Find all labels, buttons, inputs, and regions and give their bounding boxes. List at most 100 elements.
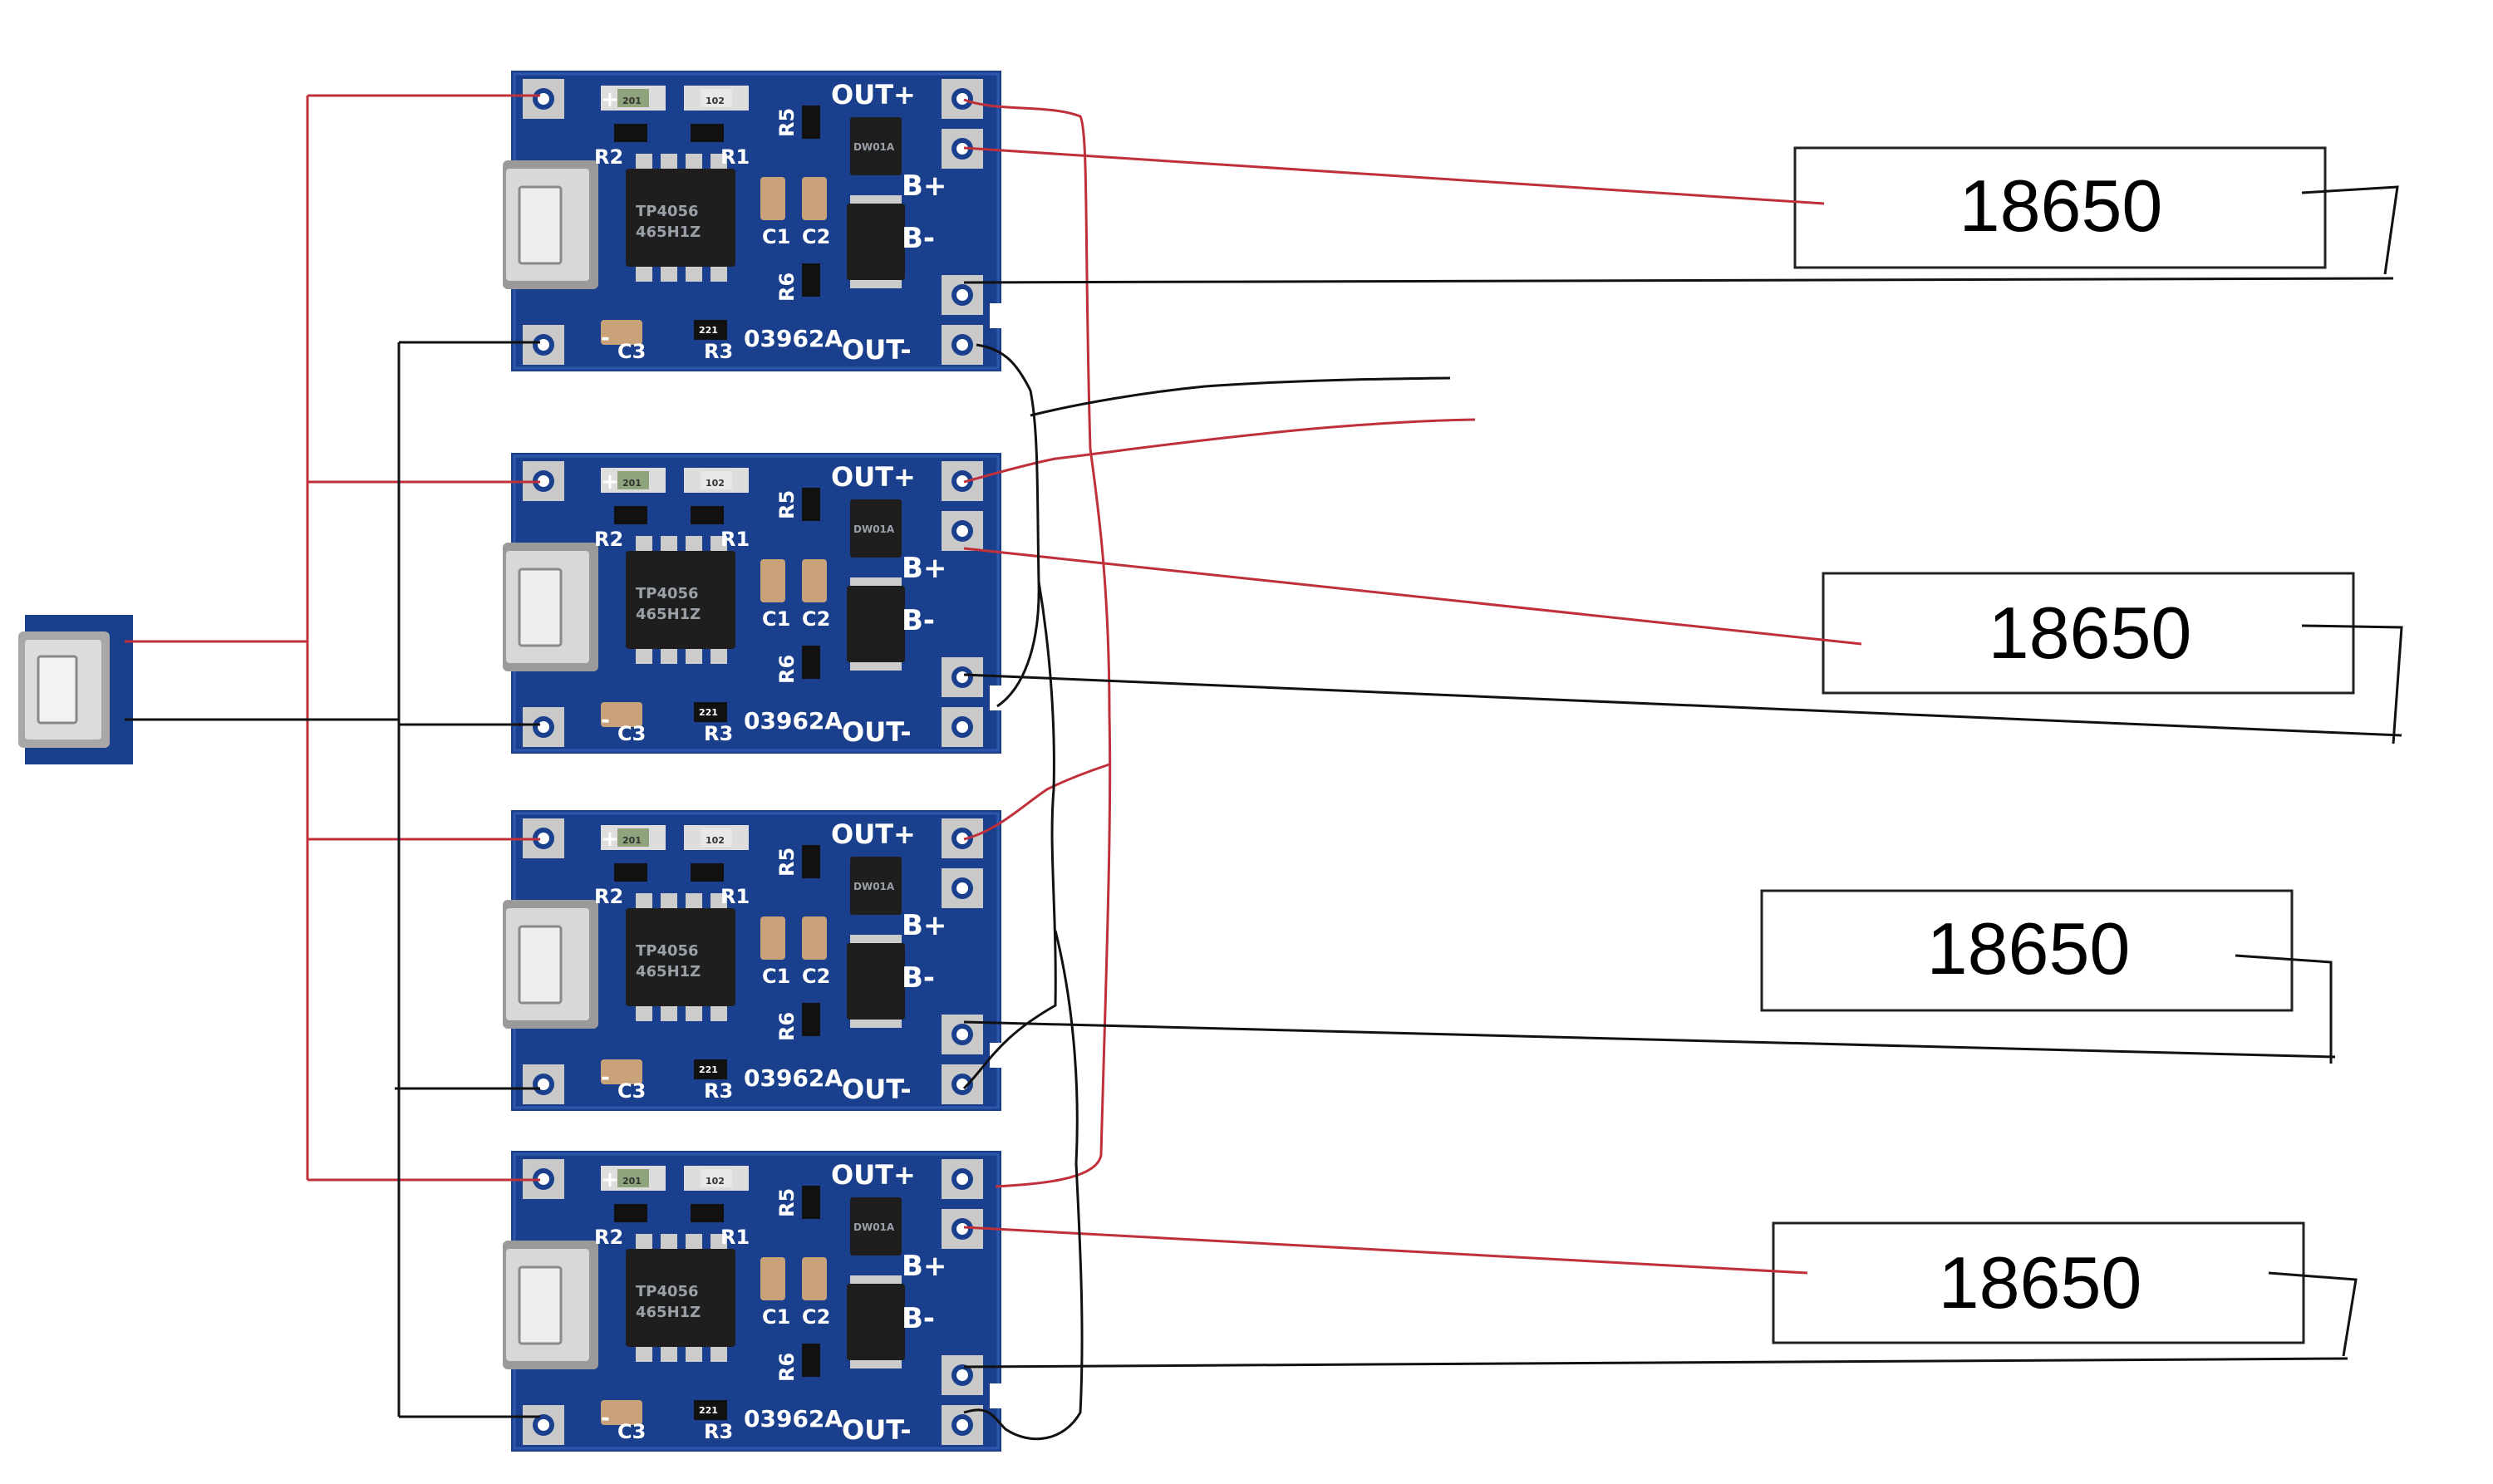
pad-label-b-minus: B- [902, 604, 935, 637]
chip-label-line2: 465H1Z [636, 963, 701, 980]
pad-label-out-minus: OUT- [842, 334, 912, 366]
label-r5: R5 [775, 848, 799, 877]
pad-label-b-plus: B+ [902, 552, 947, 585]
label-r1: R1 [720, 1226, 750, 1249]
label-c2: C2 [802, 607, 830, 631]
pad-label-in-minus: - [601, 1065, 610, 1090]
pad-label-b-plus: B+ [902, 909, 947, 942]
charger-module: + - OUT+ B+ B- OUT- R2 R1 R3 C3 C1 C2 R5… [501, 451, 1003, 755]
code-r3: 221 [699, 1064, 718, 1075]
label-r6: R6 [775, 655, 799, 684]
code-mosfet: DW01A [853, 523, 895, 535]
pad-label-in-minus: - [601, 1406, 610, 1431]
label-c3: C3 [617, 1079, 646, 1103]
board-code: 03962A [744, 707, 843, 735]
chip-label-line1: TP4056 [636, 942, 699, 960]
label-r1: R1 [720, 885, 750, 908]
label-c1: C1 [762, 225, 790, 248]
label-r5: R5 [775, 1188, 799, 1217]
pad-label-out-plus: OUT+ [831, 1159, 916, 1191]
chip-label-line2: 465H1Z [636, 224, 701, 241]
label-c3: C3 [617, 340, 646, 363]
label-r1: R1 [720, 145, 750, 169]
code-r3: 221 [699, 325, 718, 336]
battery-label: 18650 [1927, 907, 2131, 990]
pad-label-b-plus: B+ [902, 170, 947, 203]
positive-wires [125, 94, 1862, 1275]
battery-cell: 18650 [1772, 1221, 2305, 1344]
pad-label-out-minus: OUT- [842, 716, 912, 748]
label-c2: C2 [802, 965, 830, 988]
label-r2: R2 [594, 885, 623, 908]
pad-label-in-plus: + [601, 1167, 619, 1192]
pad-label-b-minus: B- [902, 1302, 935, 1335]
battery-label: 18650 [1989, 592, 2192, 674]
code-mosfet: DW01A [853, 1221, 895, 1233]
pad-label-b-plus: B+ [902, 1250, 947, 1283]
pad-label-out-minus: OUT- [842, 1414, 912, 1446]
label-r2: R2 [594, 145, 623, 169]
label-c2: C2 [802, 1305, 830, 1329]
charger-module: + - OUT+ B+ B- OUT- R2 R1 R3 C3 C1 C2 R5… [501, 808, 1003, 1113]
pad-label-out-minus: OUT- [842, 1074, 912, 1105]
pad-label-b-minus: B- [902, 961, 935, 995]
usb-input-connector [17, 613, 135, 766]
pad-label-in-plus: + [601, 827, 619, 852]
battery-label: 18650 [1959, 165, 2163, 247]
pad-label-out-plus: OUT+ [831, 818, 916, 850]
code-led2: 102 [706, 1176, 725, 1187]
code-mosfet: DW01A [853, 881, 895, 892]
label-r3: R3 [704, 340, 733, 363]
chip-label-line2: 465H1Z [636, 606, 701, 623]
label-r5: R5 [775, 108, 799, 137]
label-r3: R3 [704, 722, 733, 745]
board-code: 03962A [744, 325, 843, 352]
battery-cell: 18650 [1822, 572, 2355, 695]
pad-label-out-plus: OUT+ [831, 79, 916, 111]
charger-module: + - OUT+ B+ B- OUT- R2 R1 R3 C3 C1 C2 R5… [501, 1149, 1003, 1453]
pad-label-b-minus: B- [902, 222, 935, 255]
label-r2: R2 [594, 528, 623, 551]
code-mosfet: DW01A [853, 141, 895, 153]
battery-cell: 18650 [1760, 889, 2294, 1012]
label-r6: R6 [775, 1012, 799, 1041]
battery-cell: 18650 [1793, 146, 2327, 269]
code-r3: 221 [699, 707, 718, 718]
label-c1: C1 [762, 1305, 790, 1329]
negative-wires [125, 185, 2403, 1441]
pad-label-in-plus: + [601, 469, 619, 494]
pad-label-in-minus: - [601, 708, 610, 733]
code-led2: 102 [706, 478, 725, 489]
label-c3: C3 [617, 1420, 646, 1443]
label-r3: R3 [704, 1079, 733, 1103]
label-c1: C1 [762, 965, 790, 988]
chip-label-line1: TP4056 [636, 585, 699, 602]
code-led2: 102 [706, 835, 725, 846]
code-led1: 201 [622, 478, 642, 489]
label-r1: R1 [720, 528, 750, 551]
label-r3: R3 [704, 1420, 733, 1443]
pad-label-in-minus: - [601, 326, 610, 351]
code-led1: 201 [622, 1176, 642, 1187]
code-led2: 102 [706, 96, 725, 106]
pad-label-out-plus: OUT+ [831, 461, 916, 493]
label-r2: R2 [594, 1226, 623, 1249]
chip-label-line1: TP4056 [636, 203, 699, 220]
battery-label: 18650 [1939, 1241, 2142, 1324]
chip-label-line2: 465H1Z [636, 1304, 701, 1321]
board-code: 03962A [744, 1064, 843, 1092]
label-r6: R6 [775, 273, 799, 302]
code-r3: 221 [699, 1405, 718, 1416]
chip-label-line1: TP4056 [636, 1283, 699, 1300]
label-r6: R6 [775, 1353, 799, 1382]
code-led1: 201 [622, 96, 642, 106]
charger-module: + - OUT+ B+ B- OUT- R2 R1 R3 C3 C1 C2 R5… [501, 69, 1003, 373]
code-led1: 201 [622, 835, 642, 846]
label-c2: C2 [802, 225, 830, 248]
board-code: 03962A [744, 1405, 843, 1432]
label-c1: C1 [762, 607, 790, 631]
pad-label-in-plus: + [601, 87, 619, 112]
label-r5: R5 [775, 490, 799, 519]
label-c3: C3 [617, 722, 646, 745]
